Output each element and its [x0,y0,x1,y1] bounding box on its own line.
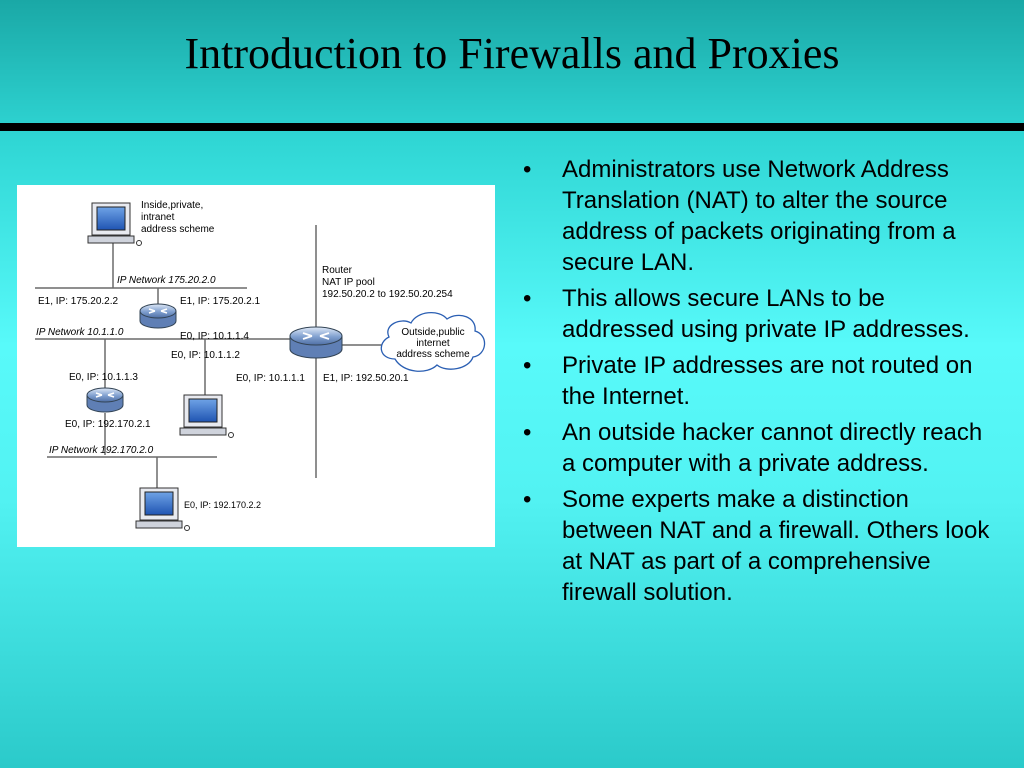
bullet-marker: • [523,419,532,446]
bullet-text: An outside hacker cannot directly reach … [562,419,983,477]
inside-label-line: intranet [141,212,175,223]
e0-10-1-1-2-label: E0, IP: 10.1.1.2 [171,350,240,361]
internet-cloud-icon [380,312,486,372]
e0-192-170-2-2-label: E0, IP: 192.170.2.2 [184,500,261,510]
inside-label-line: Inside,private, [141,200,203,211]
nat-router-icon [289,326,343,359]
bullet-marker: • [523,156,532,183]
e0-10-1-1-1-label: E0, IP: 10.1.1.1 [236,373,305,384]
e0-192-170-2-1-label: E0, IP: 192.170.2.1 [65,419,151,430]
bullet-item: • Administrators use Network Address Tran… [520,154,1000,278]
e0-10-1-1-3-label: E0, IP: 10.1.1.3 [69,372,138,383]
router-label-line: 192.50.20.2 to 192.50.20.254 [322,289,453,300]
computer-icon [87,202,142,246]
e1-175-2-2-label: E1, IP: 175.20.2.2 [38,296,118,307]
bullet-text: Administrators use Network Address Trans… [562,156,956,276]
bullet-item: • Some experts make a distinction between… [520,484,1000,608]
e1-192-50-label: E1, IP: 192.50.20.1 [323,373,409,384]
bullet-item: • This allows secure LANs to be addressed… [520,283,1000,345]
inside-label-line: address scheme [141,224,215,235]
cloud-label-line: internet [416,338,450,349]
e0-10-1-1-4-label: E0, IP: 10.1.1.4 [180,331,249,342]
router-icon [139,303,177,329]
bullet-marker: • [523,486,532,513]
bullet-marker: • [523,285,532,312]
bullet-text: Private IP addresses are not routed on t… [562,352,973,410]
network-192-label: IP Network 192.170.2.0 [49,445,154,456]
bullet-text: This allows secure LANs to be addressed … [562,285,970,343]
cloud-label-line: Outside,public [401,327,464,338]
bullet-marker: • [523,352,532,379]
network-10-label: IP Network 10.1.1.0 [36,327,124,338]
bullet-item: • Private IP addresses are not routed on … [520,350,1000,412]
network-175-label: IP Network 175.20.2.0 [117,275,216,286]
bullet-text: Some experts make a distinction between … [562,486,990,606]
slide-title: Introduction to Firewalls and Proxies [184,29,840,78]
title-divider [0,123,1024,131]
bullet-list: • Administrators use Network Address Tran… [520,154,1000,613]
computer-icon [135,487,190,531]
router-label-line: NAT IP pool [322,277,375,288]
computer-icon [179,394,234,438]
e1-175-2-1-label: E1, IP: 175.20.2.1 [180,296,260,307]
cloud-label-line: address scheme [396,349,470,360]
router-icon [86,387,124,413]
router-label-line: Router [322,265,353,276]
bullet-item: • An outside hacker cannot directly reach… [520,417,1000,479]
